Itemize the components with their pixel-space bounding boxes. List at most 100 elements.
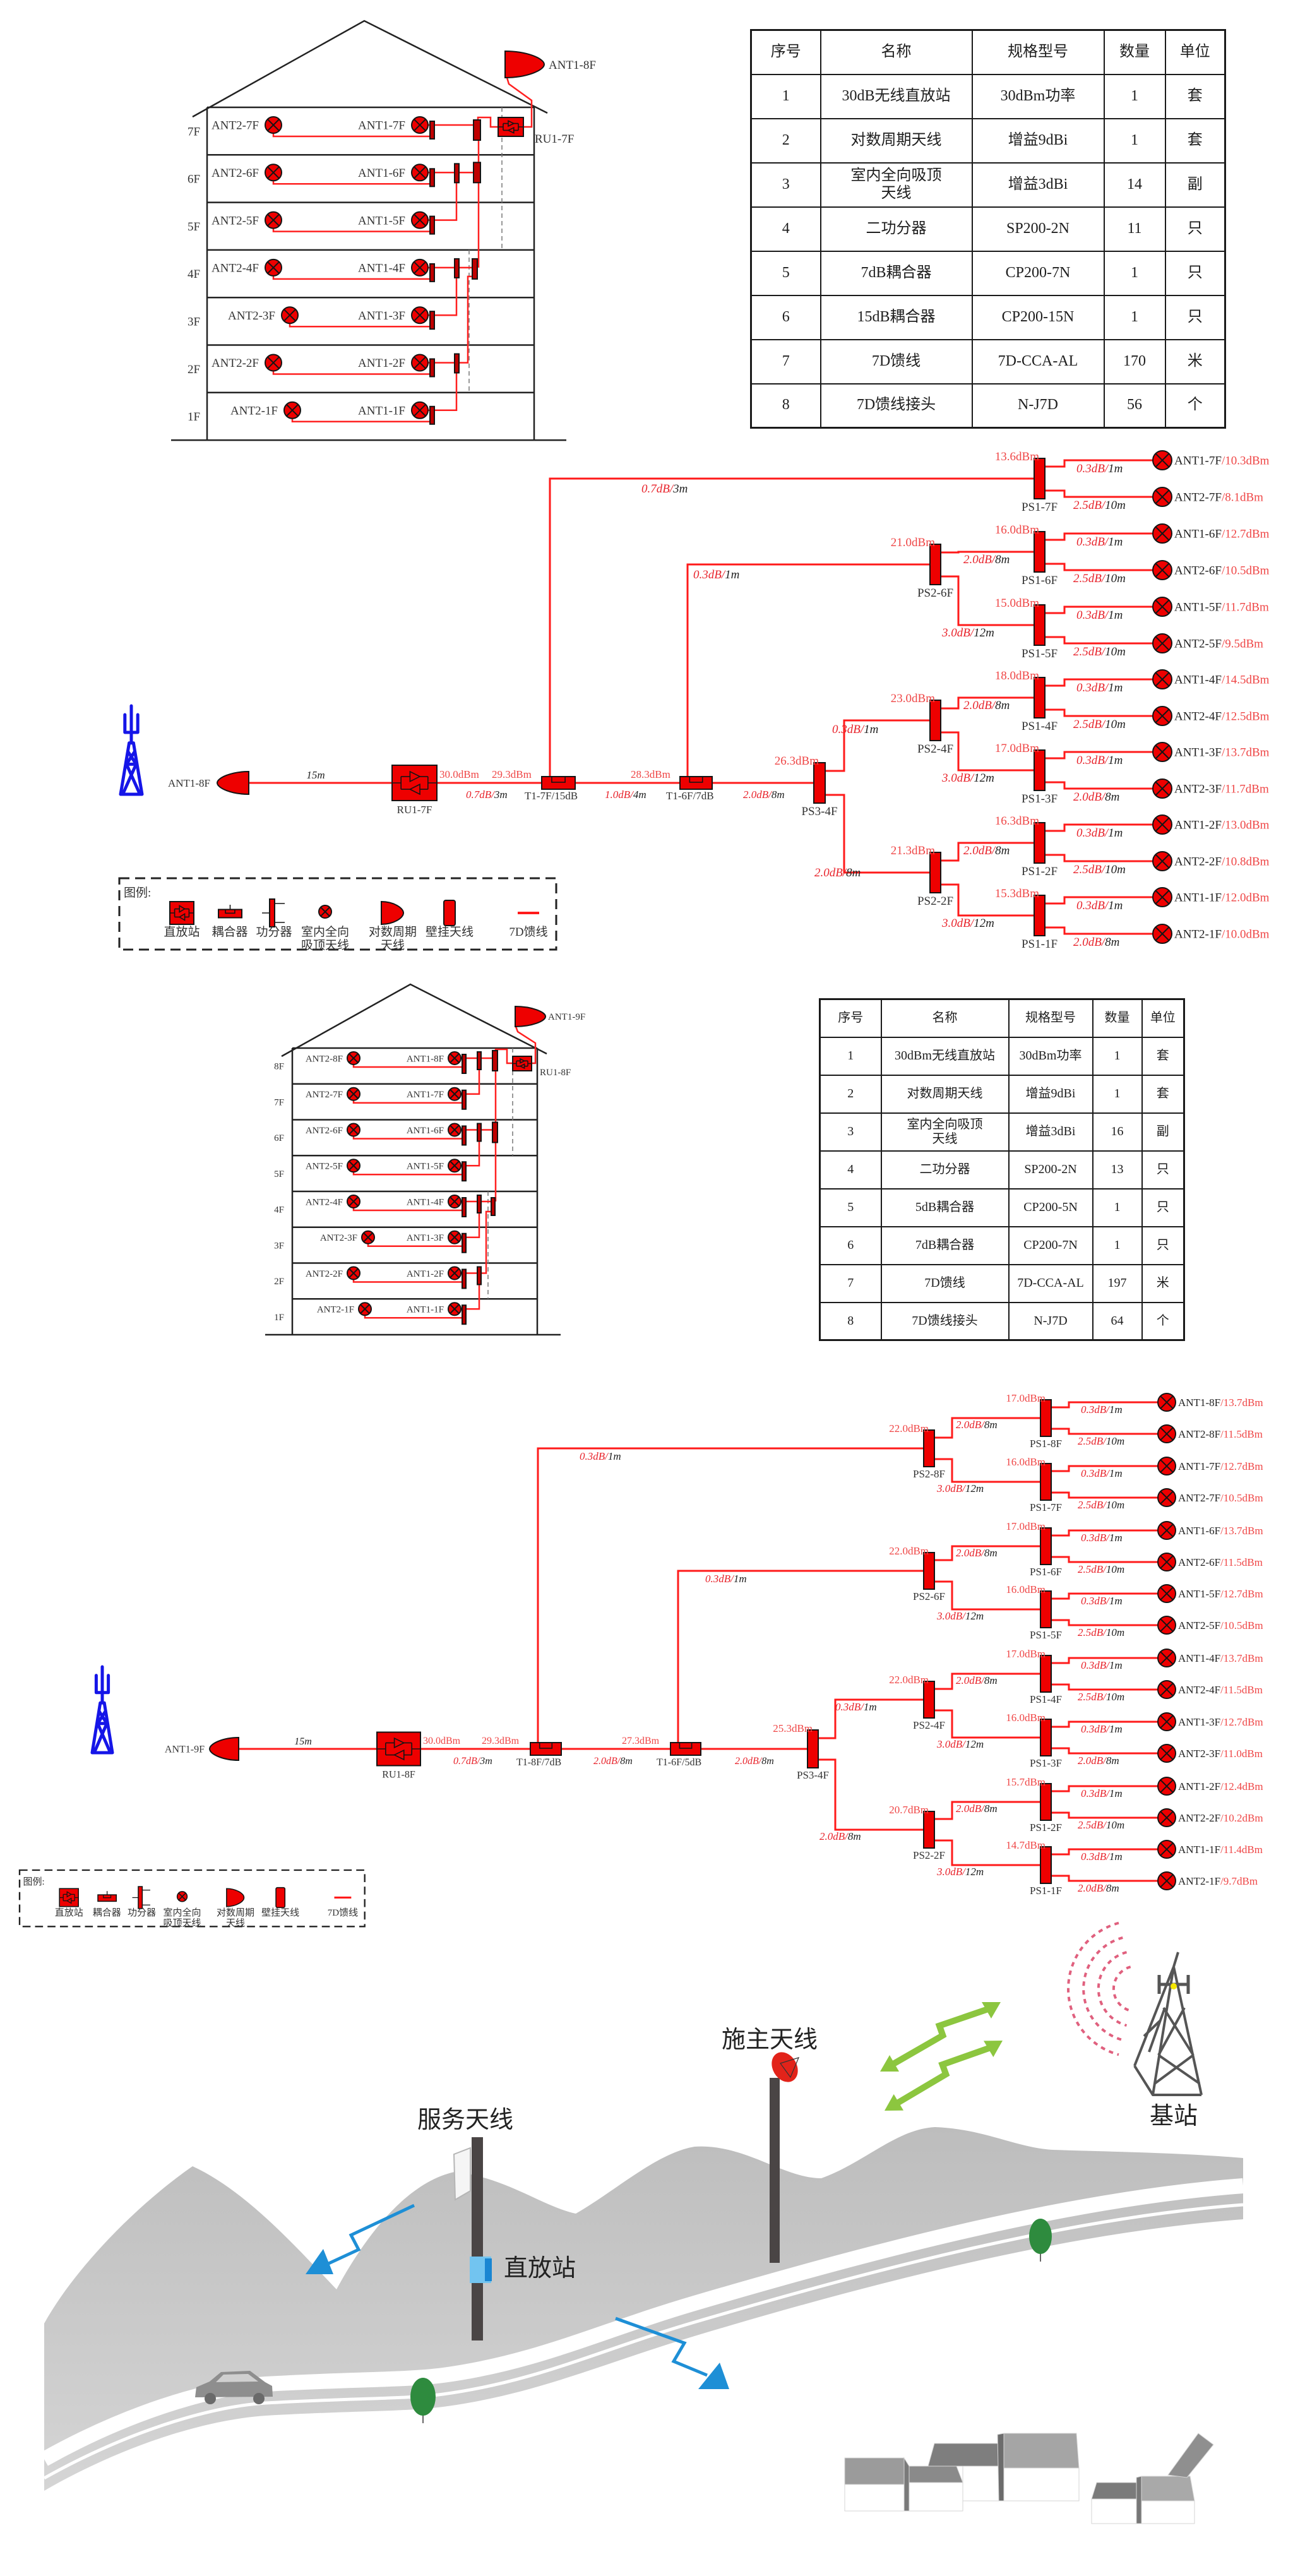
cable-loss: 0.3dB (1076, 535, 1105, 549)
separator: / (721, 568, 726, 581)
cell-index: 3 (819, 1112, 882, 1152)
input-power-label: 17.0dBm (995, 742, 1039, 755)
cell-index: 7 (750, 338, 821, 385)
antenna-name: ANT1-3F (1174, 746, 1222, 760)
cable-loss: 2.5dB (1078, 1435, 1104, 1447)
cable-length: 8m (620, 1756, 633, 1767)
cable-length: 12m (974, 772, 994, 785)
separator: / (1105, 1723, 1111, 1735)
coupler-port (103, 1894, 112, 1899)
radio-wave-arc (1067, 1921, 1119, 2056)
antenna-cross (286, 403, 299, 417)
splitter-body (138, 1886, 143, 1909)
cell-unit: 只 (1164, 250, 1226, 296)
roof (192, 20, 548, 118)
antenna-name: ANT1-7F (1178, 1460, 1220, 1472)
riser-feeder (481, 1210, 491, 1274)
cable-length: 8m (995, 553, 1010, 566)
ceiling-antenna-icon (265, 211, 282, 229)
antenna-power: 12.7dBm (1224, 1588, 1263, 1600)
cable-label: 0.3dB/1m (1076, 535, 1123, 549)
cable-label: 0.3dB/1m (1076, 754, 1123, 767)
antenna-cross (1160, 1746, 1174, 1760)
log-periodic-antenna-icon (226, 1888, 245, 1907)
cable-label: 2.5dB/10m (1073, 499, 1126, 512)
input-power-label: 21.3dBm (891, 844, 935, 857)
cable-length: 12m (974, 917, 994, 930)
antenna-name: ANT1-5F (1178, 1588, 1220, 1600)
legend-label: 耦合器 (212, 925, 247, 939)
legend-label: 室内全向 (301, 925, 349, 939)
ceiling-antenna-icon (1157, 1553, 1176, 1571)
input-power-label: 16.3dBm (995, 814, 1039, 828)
amplifier-downlink-icon (409, 770, 421, 783)
amplifier-uplink-icon (393, 1749, 405, 1761)
splitter-body (269, 898, 275, 927)
cable-label: 2.0dB/8m (1078, 1755, 1119, 1767)
antenna-feeder (1045, 636, 1153, 645)
coupler-port (689, 776, 703, 783)
ceiling-antenna-icon (448, 1051, 462, 1065)
antenna-name: ANT1-6F (1174, 528, 1222, 541)
antenna-label: ANT2-2F (212, 357, 259, 370)
antenna-feed-block (462, 1197, 467, 1217)
antenna-feeder (1045, 781, 1153, 790)
antenna-power: 12.4dBm (1224, 1780, 1263, 1792)
cable-label: 2.5dB/10m (1073, 645, 1126, 659)
riser-feeder (477, 116, 498, 128)
antenna-name: ANT1-6F (1178, 1525, 1220, 1537)
coupler-input-power: 29.3dBm (482, 1736, 520, 1746)
cable-loss: 0.3dB (1081, 1659, 1107, 1671)
antenna-cross (1155, 599, 1170, 614)
legend-label: 吸顶天线 (301, 938, 349, 952)
house-side (997, 2433, 1004, 2501)
cell-quantity: 1 (1092, 1225, 1143, 1265)
cell-model: 增益9dBi (1008, 1074, 1093, 1114)
header-quantity: 数量 (1092, 998, 1143, 1038)
cable-label: 0.7dB/3m (453, 1756, 492, 1767)
antenna-name: ANT2-3F (1174, 783, 1222, 796)
cable-label: 2.0dB/8m (956, 1547, 998, 1559)
antenna-cross (267, 119, 280, 131)
cable-label: 2.5dB/10m (1078, 1435, 1124, 1447)
tree-crown (410, 2378, 436, 2416)
legend-frame (18, 1869, 366, 1928)
antenna-feeder (1051, 1619, 1158, 1626)
cell-name: 7dB耦合器 (819, 250, 973, 296)
separator: / (1104, 462, 1109, 475)
antenna-label: ANT2-6F (306, 1126, 343, 1136)
antenna-name: ANT2-2F (1178, 1812, 1220, 1824)
cable-length: 10m (1105, 863, 1126, 876)
cable-length: 1m (1108, 754, 1123, 767)
cable-length: 1m (1109, 1723, 1123, 1735)
antenna-feed-block (462, 1161, 467, 1182)
cell-quantity: 56 (1103, 383, 1166, 429)
antenna-power: 13.7dBm (1224, 1525, 1263, 1537)
antenna-label: ANT2-5F (306, 1162, 343, 1172)
cable-label: 0.3dB/1m (1081, 1467, 1123, 1479)
tower-beacon (1171, 1983, 1177, 1989)
antenna-power: 10.8dBm (1225, 856, 1269, 869)
antenna-power: 11.7dBm (1225, 601, 1269, 614)
cable-length: 3m (672, 482, 688, 496)
riser-splitter (472, 258, 478, 280)
floor-feeder (272, 362, 432, 375)
antenna-name: ANT2-7F (1174, 491, 1222, 504)
repeater-label: 直放站 (504, 2254, 576, 2282)
cell-index: 4 (750, 206, 821, 252)
cell-name: 7D馈线 (819, 338, 973, 385)
floor-label: 7F (188, 125, 200, 138)
input-power-label: 16.0dBm (1006, 1456, 1046, 1468)
splitter-branch-feeder (941, 842, 1034, 862)
antenna-cross (1155, 854, 1170, 869)
separator: / (1220, 1492, 1224, 1504)
ceiling-antenna-icon (1157, 1649, 1176, 1667)
cell-unit: 套 (1164, 73, 1226, 119)
splitter-branch-feeder (818, 1698, 924, 1739)
separator: / (1222, 564, 1225, 578)
donor-antenna-pole (770, 2078, 780, 2263)
tree-crown (1029, 2219, 1052, 2254)
antenna-label: ANT1-5F (358, 214, 405, 227)
